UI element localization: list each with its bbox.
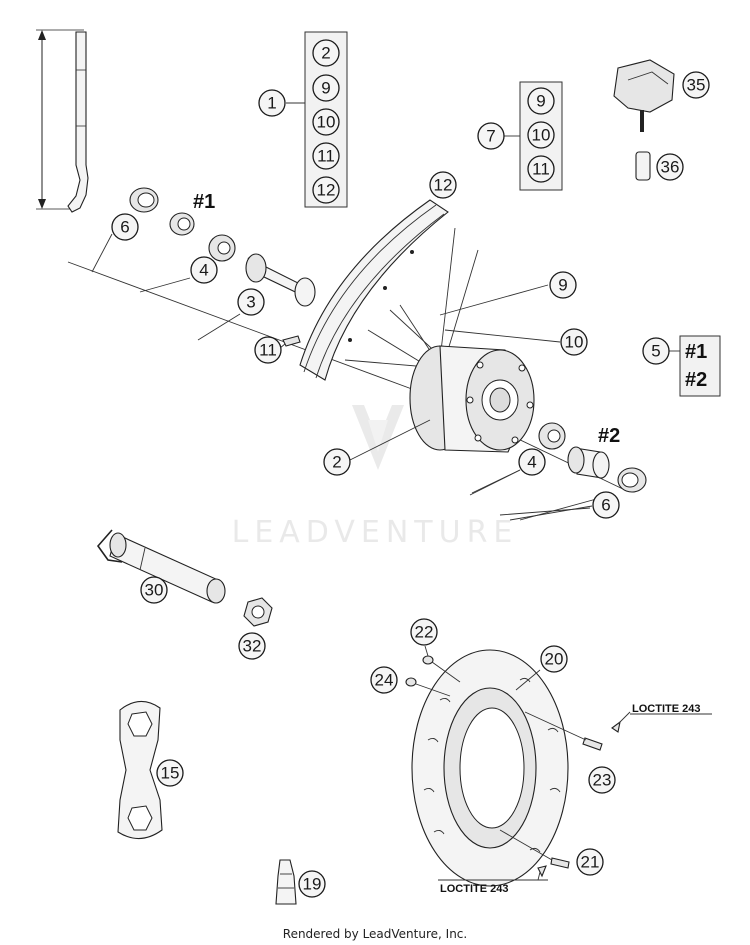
spoke-wrench-15: 15: [117, 700, 184, 840]
callout-21: 21: [581, 853, 600, 872]
callout-2: 2: [332, 453, 341, 472]
hash-2-label: #2: [598, 425, 620, 447]
callout-20: 20: [545, 650, 564, 669]
callout-11: 11: [259, 341, 277, 360]
watermark-text: LEADVENTURE: [232, 515, 519, 550]
callout-19: 19: [303, 875, 322, 894]
callout-1: 1: [267, 94, 276, 113]
spacer-1-left: #1: [169, 191, 215, 236]
axle-nut-32: 32: [238, 597, 273, 660]
bearing-4-left: 4: [190, 234, 236, 284]
wheel-hub-2: 2: [323, 345, 535, 476]
callout-4-left: 4: [199, 261, 208, 280]
seal-ring-6-right: 6: [509, 467, 647, 521]
axle-30: 30: [96, 529, 226, 604]
spacer-tube-3: 3: [237, 253, 316, 316]
hash-1-label: #1: [193, 191, 215, 213]
svg-text:12: 12: [317, 181, 336, 200]
disc-bolt-21: 21 LOCTITE 243: [438, 829, 604, 895]
box5-hash-1: #1: [685, 341, 707, 363]
callout-7: 7: [486, 127, 495, 146]
disc-washer-24: 24: [370, 666, 451, 697]
loctite-label-top: LOCTITE 243: [632, 703, 700, 715]
spoke-nipple-11: 11: [254, 335, 301, 364]
valve-part: 36: [635, 151, 684, 181]
callout-15: 15: [161, 764, 180, 783]
svg-text:9: 9: [536, 92, 545, 111]
callout-3: 3: [246, 293, 255, 312]
seal-ring-6-left: 6: [111, 187, 159, 241]
callout-6-left: 6: [120, 218, 129, 237]
svg-text:10: 10: [317, 113, 336, 132]
disc-bolt-23: 23 LOCTITE 243: [524, 703, 712, 794]
callout-9: 9: [558, 276, 567, 295]
wheel-rim-12: 12: [299, 171, 457, 381]
svg-text:11: 11: [532, 160, 550, 179]
callout-6-right: 6: [601, 496, 610, 515]
leadventure-watermark: LEADVENTURE: [232, 405, 519, 550]
callout-32: 32: [243, 637, 262, 656]
bearing-4-right: 4: [471, 422, 566, 494]
valve-tool-19: 19: [275, 859, 326, 905]
callout-10: 10: [565, 333, 584, 352]
svg-text:11: 11: [317, 147, 335, 166]
callout-group-5: 5 #1 #2: [642, 335, 721, 397]
spoke-part: [67, 31, 89, 213]
brake-disc-20: 20: [411, 645, 569, 887]
svg-text:2: 2: [321, 44, 330, 63]
loctite-label-bottom: LOCTITE 243: [440, 883, 508, 895]
valve-cap-part: 35: [613, 59, 710, 132]
callout-group-7: 7 9 10 11: [477, 81, 563, 191]
callout-23: 23: [593, 771, 612, 790]
svg-text:9: 9: [321, 79, 330, 98]
box5-hash-2: #2: [685, 369, 707, 391]
svg-text:10: 10: [532, 126, 551, 145]
callout-4-right: 4: [527, 453, 536, 472]
callout-24: 24: [375, 671, 394, 690]
spacer-2-right: #2: [567, 425, 620, 479]
callout-22: 22: [415, 623, 434, 642]
callout-5: 5: [651, 342, 660, 361]
callout-36: 36: [661, 158, 680, 177]
wheel-spokes-9-10: 9 10: [344, 227, 588, 381]
callout-35: 35: [687, 76, 706, 95]
callout-group-1: 1 2 9 10 11 12: [258, 31, 348, 208]
spoke-dimension: [36, 29, 84, 210]
callout-12: 12: [434, 176, 453, 195]
footer-credit: Rendered by LeadVenture, Inc.: [283, 927, 467, 941]
callout-30: 30: [145, 581, 164, 600]
disc-spacer-22: 22: [410, 618, 461, 683]
